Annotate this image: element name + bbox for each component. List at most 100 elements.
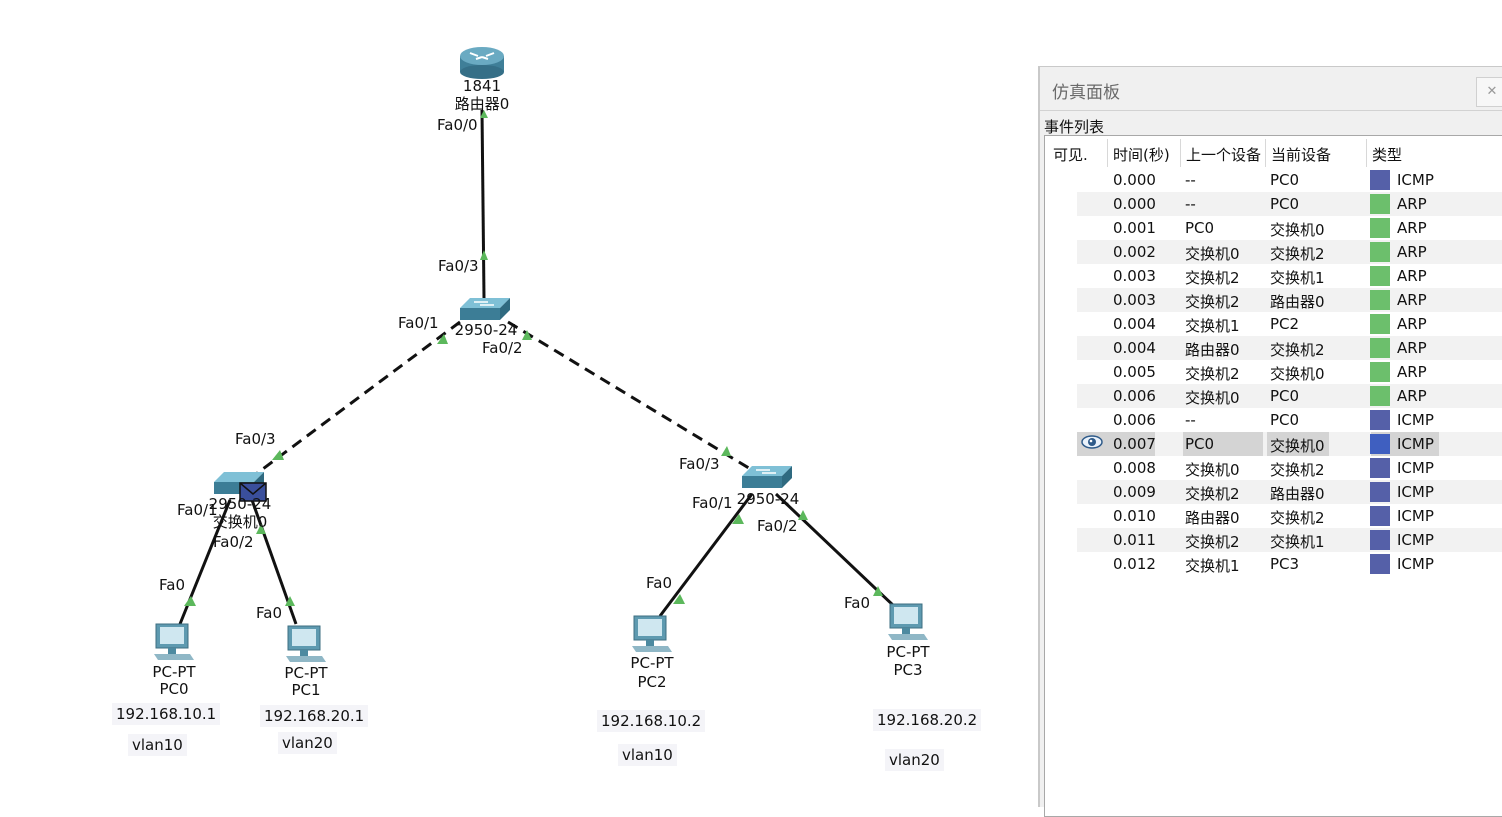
event-type-color-swatch — [1370, 266, 1390, 286]
note-vlan[interactable]: vlan20 — [885, 749, 944, 771]
event-last-device: 路由器0 — [1185, 341, 1240, 359]
event-type: ARP — [1397, 243, 1427, 261]
event-type-color-swatch — [1370, 434, 1390, 454]
eye-icon[interactable] — [1081, 433, 1103, 455]
note-vlan[interactable]: vlan10 — [618, 744, 677, 766]
note-ip[interactable]: 192.168.20.1 — [260, 705, 369, 727]
router-icon[interactable] — [460, 47, 504, 79]
pc-icon[interactable] — [154, 623, 194, 660]
event-at-device: 交换机2 — [1270, 341, 1325, 359]
port-label: Fa0/1 — [692, 494, 733, 512]
panel-title: 仿真面板 — [1052, 83, 1120, 103]
event-type: ICMP — [1397, 507, 1434, 525]
switch-right-model-label: 2950-24 — [736, 490, 800, 508]
column-divider[interactable] — [1366, 139, 1367, 167]
column-header-at-device[interactable]: 当前设备 — [1271, 146, 1332, 164]
port-label: Fa0/2 — [482, 339, 523, 357]
link-center-left[interactable] — [247, 320, 461, 482]
event-at-device: 交换机2 — [1270, 509, 1325, 527]
switch-icon[interactable] — [742, 466, 792, 488]
divider — [1040, 110, 1502, 111]
event-at-device: 路由器0 — [1270, 293, 1325, 311]
event-type: ICMP — [1397, 555, 1434, 573]
note-ip[interactable]: 192.168.10.2 — [597, 710, 706, 732]
event-type-color-swatch — [1370, 554, 1390, 574]
event-type: ARP — [1397, 363, 1427, 381]
event-time: 0.002 — [1113, 243, 1156, 261]
event-type-color-swatch — [1370, 386, 1390, 406]
pc1-name-label: PC1 — [291, 681, 321, 699]
event-type: ARP — [1397, 267, 1427, 285]
port-label: Fa0/0 — [437, 116, 478, 134]
pc2-model-label: PC-PT — [630, 654, 674, 672]
event-at-device: PC0 — [1270, 387, 1300, 405]
note-vlan[interactable]: vlan10 — [128, 734, 187, 756]
column-header-visible[interactable]: 可见. — [1053, 146, 1088, 164]
port-up-icon — [437, 334, 448, 344]
pc-icon[interactable] — [286, 625, 326, 662]
event-type: ARP — [1397, 387, 1427, 405]
link-right-pc3[interactable] — [774, 492, 898, 610]
column-header-time[interactable]: 时间(秒) — [1113, 146, 1170, 164]
event-type: ICMP — [1397, 435, 1434, 453]
port-label: Fa0 — [256, 604, 282, 622]
pc0-model-label: PC-PT — [152, 663, 196, 681]
column-divider[interactable] — [1265, 139, 1266, 167]
topology-canvas[interactable] — [0, 0, 1036, 793]
column-header-type[interactable]: 类型 — [1372, 146, 1403, 164]
pc-icon[interactable] — [632, 615, 672, 652]
event-type: ICMP — [1397, 171, 1434, 189]
link-right-pc2[interactable] — [658, 493, 754, 617]
column-divider[interactable] — [1180, 139, 1181, 167]
event-at-device: 交换机0 — [1270, 365, 1325, 383]
column-header-last-device[interactable]: 上一个设备 — [1186, 146, 1262, 164]
link-router-center[interactable] — [480, 109, 486, 299]
event-time: 0.003 — [1113, 267, 1156, 285]
event-last-device: 交换机1 — [1185, 317, 1240, 335]
port-up-icon — [798, 510, 808, 520]
event-time: 0.004 — [1113, 315, 1156, 333]
event-type-color-swatch — [1370, 506, 1390, 526]
column-divider[interactable] — [1107, 139, 1108, 167]
event-type: ICMP — [1397, 483, 1434, 501]
pc-icon[interactable] — [888, 603, 928, 640]
close-button[interactable]: ✕ — [1476, 77, 1502, 107]
pdu-envelope-icon[interactable] — [239, 482, 267, 502]
note-vlan[interactable]: vlan20 — [278, 732, 337, 754]
port-label: Fa0/3 — [679, 455, 720, 473]
close-icon: ✕ — [1486, 84, 1498, 99]
switch-icon[interactable] — [460, 298, 510, 320]
event-last-device: PC0 — [1185, 219, 1215, 237]
event-at-device: PC2 — [1270, 315, 1300, 333]
event-time: 0.011 — [1113, 531, 1156, 549]
event-at-device: 交换机2 — [1270, 461, 1325, 479]
note-ip[interactable]: 192.168.20.2 — [873, 709, 982, 731]
event-time: 0.003 — [1113, 291, 1156, 309]
event-type-color-swatch — [1370, 218, 1390, 238]
link-center-right[interactable] — [507, 320, 763, 478]
port-label: Fa0/3 — [438, 257, 479, 275]
event-type-color-swatch — [1370, 314, 1390, 334]
pc3-model-label: PC-PT — [886, 643, 930, 661]
event-at-device: 交换机1 — [1270, 533, 1325, 551]
event-last-device: 交换机2 — [1185, 293, 1240, 311]
note-ip[interactable]: 192.168.10.1 — [112, 703, 221, 725]
